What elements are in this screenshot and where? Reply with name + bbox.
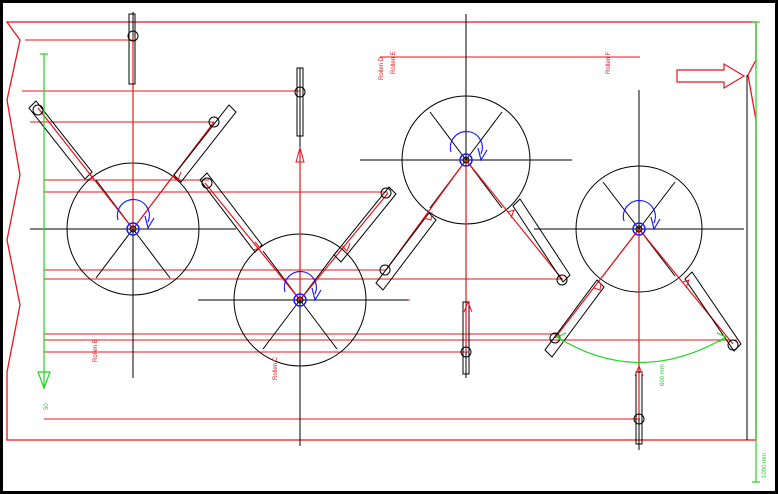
strip-outline [5,21,757,441]
roller-c [198,67,408,446]
label-rollen-c: Rollen C [273,356,279,380]
flow-arrow-right-icon [676,62,746,90]
roller-d [360,14,572,378]
roller-b [28,12,237,378]
dimension-arc [555,332,728,364]
label-rollen-f: Rollen F [606,51,612,74]
roller-e [534,90,744,450]
label-rollen-b: Rollen B [93,339,99,362]
dimension-right [752,21,760,483]
spoke-markers [85,171,690,377]
label-dim-left: 50 [44,403,50,410]
label-dim-right: 1000 mm [762,453,768,478]
label-dim-arc: 600 mm [660,364,666,386]
label-rollen-e: Rollen E [391,51,397,74]
direction-arrow-up [295,146,305,163]
rotation-arrow-icon [116,198,150,223]
label-rollen-d: Rollen D [379,56,385,80]
dimension-left [37,53,51,390]
